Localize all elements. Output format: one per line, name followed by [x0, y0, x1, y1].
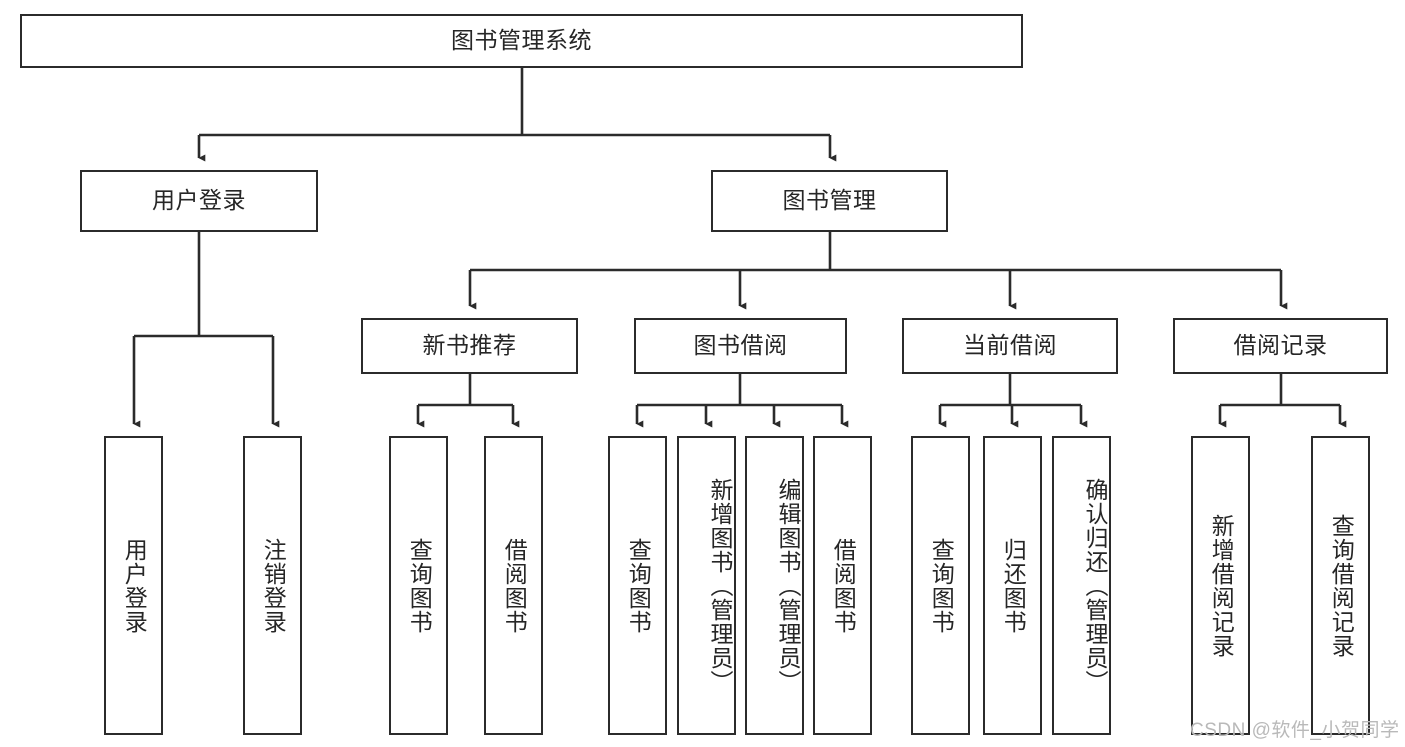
node-leaf-confirm-return-admin[interactable]: 确认归还（管理员） — [1052, 436, 1111, 735]
node-book-borrow[interactable]: 图书借阅 — [634, 318, 847, 374]
node-leaf-query-book[interactable]: 查询图书 — [608, 436, 667, 735]
node-leaf-add-borrow-record[interactable]: 新增借阅记录 — [1191, 436, 1250, 735]
node-leaf-borrow-book[interactable]: 借阅图书 — [813, 436, 872, 735]
node-leaf-query-borrow-record[interactable]: 查询借阅记录 — [1311, 436, 1370, 735]
node-leaf-edit-book-admin[interactable]: 编辑图书（管理员） — [745, 436, 804, 735]
node-leaf-query-book-current[interactable]: 查询图书 — [911, 436, 970, 735]
node-user-login-label: 用户登录 — [152, 187, 246, 214]
node-leaf-user-login[interactable]: 用户登录 — [104, 436, 163, 735]
node-leaf-return-book-label: 归还图书 — [1000, 537, 1027, 634]
node-leaf-user-login-label: 用户登录 — [121, 537, 148, 634]
node-borrow-record[interactable]: 借阅记录 — [1173, 318, 1388, 374]
node-leaf-query-book-recommend[interactable]: 查询图书 — [389, 436, 448, 735]
node-leaf-return-book[interactable]: 归还图书 — [983, 436, 1042, 735]
node-new-book-recommend[interactable]: 新书推荐 — [361, 318, 578, 374]
node-root-system[interactable]: 图书管理系统 — [20, 14, 1023, 68]
node-leaf-borrow-book-recommend[interactable]: 借阅图书 — [484, 436, 543, 735]
node-leaf-add-book-admin[interactable]: 新增图书（管理员） — [677, 436, 736, 735]
node-leaf-query-book-current-label: 查询图书 — [928, 537, 955, 634]
node-leaf-query-book-label: 查询图书 — [625, 537, 652, 634]
node-leaf-edit-book-admin-label: 编辑图书（管理员） — [775, 477, 801, 694]
node-book-borrow-label: 图书借阅 — [693, 332, 788, 359]
node-leaf-query-book-recommend-label: 查询图书 — [406, 537, 433, 634]
node-book-management-label: 图书管理 — [782, 187, 877, 214]
node-new-book-recommend-label: 新书推荐 — [422, 332, 517, 359]
node-leaf-confirm-return-admin-label: 确认归还（管理员） — [1082, 477, 1108, 694]
node-leaf-add-book-admin-label: 新增图书（管理员） — [707, 477, 733, 694]
node-current-borrow[interactable]: 当前借阅 — [902, 318, 1118, 374]
node-user-login[interactable]: 用户登录 — [80, 170, 318, 232]
node-current-borrow-label: 当前借阅 — [963, 332, 1057, 359]
node-root-system-label: 图书管理系统 — [451, 27, 592, 54]
node-leaf-query-borrow-record-label: 查询借阅记录 — [1328, 513, 1355, 658]
node-leaf-logout[interactable]: 注销登录 — [243, 436, 302, 735]
node-leaf-logout-label: 注销登录 — [260, 537, 287, 634]
node-book-management[interactable]: 图书管理 — [711, 170, 948, 232]
node-leaf-add-borrow-record-label: 新增借阅记录 — [1208, 513, 1235, 658]
node-leaf-borrow-book-recommend-label: 借阅图书 — [501, 537, 528, 634]
node-leaf-borrow-book-label: 借阅图书 — [830, 537, 857, 634]
node-borrow-record-label: 借阅记录 — [1233, 332, 1328, 359]
